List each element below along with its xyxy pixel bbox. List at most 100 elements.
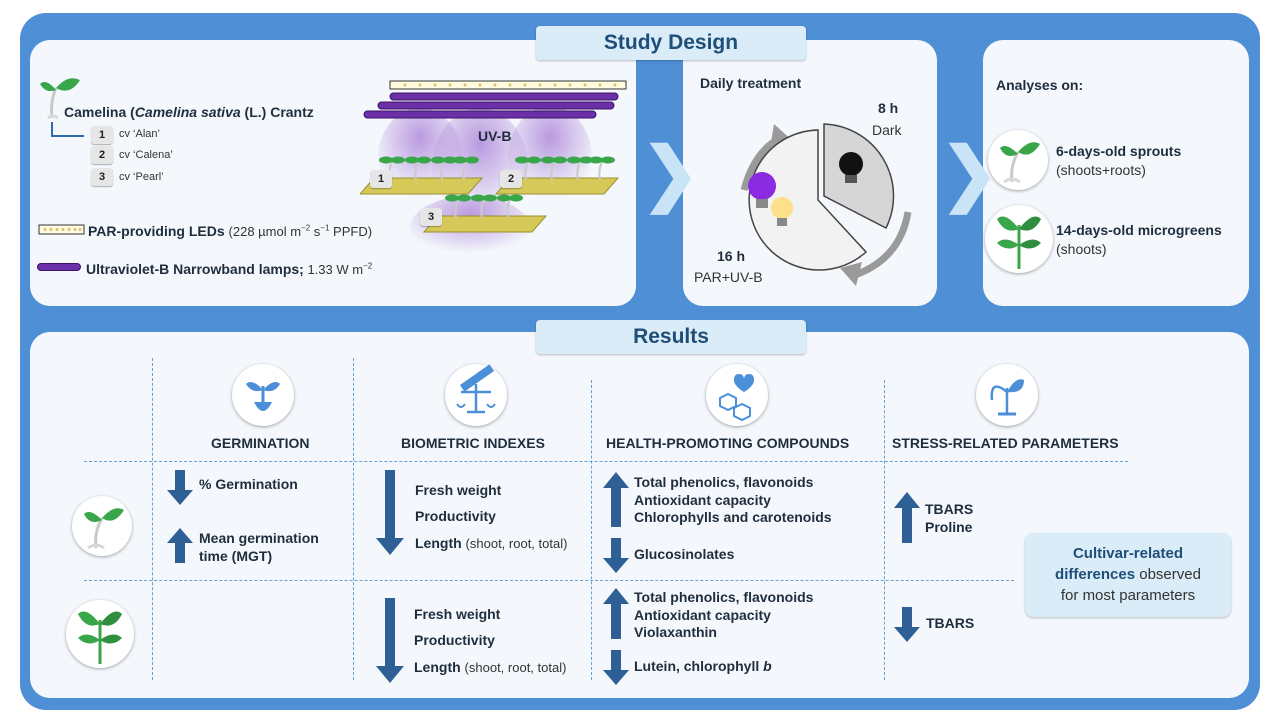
tray-label-1: 1 — [370, 170, 392, 188]
stress-plant-icon — [976, 364, 1038, 426]
species-name: Camelina (Camelina sativa (L.) Crantz — [64, 104, 314, 120]
species-common: Camelina — [64, 104, 127, 120]
cultivar-line2-rest: observed — [1135, 566, 1201, 583]
par-sup1: −2 — [301, 223, 311, 233]
header-biometric: BIOMETRIC INDEXES — [401, 435, 545, 451]
bio-sprouts-3: Length (shoot, root, total) — [415, 535, 567, 551]
header-stress: STRESS-RELATED PARAMETERS — [892, 435, 1119, 451]
cultivar-label-1: cv ‘Alan’ — [119, 128, 160, 140]
tree-line — [51, 122, 53, 136]
results-title: Results — [536, 320, 806, 354]
germ-down-text: % Germination — [199, 476, 298, 492]
light-label: PAR+UV-B — [694, 269, 763, 285]
arrow-down-icon — [894, 607, 920, 642]
analysis-sprouts-name: 6-days-old sprouts — [1056, 143, 1182, 159]
germ-up-text-2: time (MGT) — [199, 548, 273, 564]
cultivar-line1: Cultivar-related — [1072, 545, 1184, 562]
cultivar-label-2: cv ‘Calena’ — [119, 149, 173, 161]
cultivar-label-3: cv ‘Pearl’ — [119, 171, 164, 183]
analysis-sprouts-detail: (shoots+roots) — [1056, 162, 1146, 178]
uvb-label: UV-B — [478, 128, 512, 144]
stress-sprouts-2: Proline — [925, 519, 973, 535]
uv-lamp-icon — [37, 263, 81, 271]
daily-treatment-title: Daily treatment — [700, 75, 802, 91]
cultivar-badge-2: 2 — [91, 146, 113, 164]
bio-sprouts-2: Productivity — [415, 508, 496, 524]
tray-label-3: 3 — [420, 208, 442, 226]
germination-icon — [232, 364, 294, 426]
header-germination: GERMINATION — [211, 435, 310, 451]
stress-micro-1: TBARS — [926, 615, 975, 631]
health-sprouts-1: Total phenolics, flavonoids — [634, 474, 814, 490]
molecule-heart-icon — [706, 364, 768, 426]
column-divider — [152, 358, 153, 680]
bio-sprouts-length: Length — [415, 535, 462, 551]
arrow-down-icon — [167, 470, 193, 505]
analysis-microgreens-detail: (shoots) — [1056, 241, 1107, 257]
tray-label-2: 2 — [500, 170, 522, 188]
par-mid: s — [310, 224, 321, 239]
health-micro-down-pre: Lutein, chlorophyll — [634, 658, 764, 674]
health-micro-1: Total phenolics, flavonoids — [634, 589, 814, 605]
scale-ruler-icon — [445, 364, 507, 426]
study-design-title: Study Design — [536, 26, 806, 60]
par-post: PPFD) — [329, 224, 373, 239]
uv-legend: Ultraviolet-B Narrowband lamps; 1.33 W m… — [86, 261, 372, 277]
health-micro-down: Lutein, chlorophyll b — [634, 658, 772, 674]
bio-micro-1: Fresh weight — [414, 606, 501, 622]
health-micro-2: Antioxidant capacity — [634, 607, 771, 623]
health-sprouts-3: Chlorophylls and carotenoids — [634, 509, 832, 525]
health-micro-down-italic: b — [763, 658, 772, 674]
germ-up-text-1: Mean germination — [199, 530, 319, 546]
species-author: (L.) Crantz — [244, 104, 314, 120]
cultivar-line2-bold: differences — [1055, 566, 1136, 583]
cultivar-badge-1: 1 — [91, 126, 113, 144]
arrow-down-icon — [603, 650, 629, 685]
tree-line — [51, 135, 84, 137]
cultivar-badge-3: 3 — [91, 168, 113, 186]
arrow-up-icon — [894, 492, 920, 543]
bio-micro-2: Productivity — [414, 632, 495, 648]
dark-label: Dark — [872, 122, 902, 138]
arrow-up-icon — [167, 528, 193, 563]
bio-micro-3: Length (shoot, root, total) — [414, 659, 566, 675]
lamp-setup-illustration — [360, 80, 627, 254]
header-health: HEALTH-PROMOTING COMPOUNDS — [606, 435, 850, 451]
column-divider — [884, 380, 885, 680]
uv-detail: 1.33 W m — [303, 262, 364, 277]
lightbulb-dark-icon — [839, 152, 863, 183]
light-hours: 16 h — [717, 248, 746, 264]
chevron-right-icon: ❯ — [641, 134, 700, 212]
par-sup2: −1 — [320, 223, 330, 233]
uv-name: Ultraviolet-B Narrowband lamps; — [86, 261, 304, 277]
seedling-icon — [40, 78, 80, 120]
par-detail: (228 µmol m−2 s−1 PPFD) — [229, 224, 373, 239]
sprout-icon — [988, 130, 1048, 190]
par-detail-pre: (228 µmol m — [228, 224, 302, 239]
uv-sup: −2 — [363, 261, 373, 271]
arrow-down-icon — [376, 598, 404, 683]
par-led-icon — [38, 224, 85, 235]
dark-hours: 8 h — [878, 100, 899, 116]
arrow-down-icon — [376, 470, 404, 555]
analysis-microgreens-name: 14-days-old microgreens — [1056, 222, 1222, 238]
bio-sprouts-length-detail: (shoot, root, total) — [465, 536, 568, 551]
light-cycle-pie — [740, 123, 912, 286]
row-divider — [84, 461, 1128, 462]
cultivar-differences-box: Cultivar-related differences observed fo… — [1025, 533, 1231, 617]
column-divider — [591, 380, 592, 680]
health-micro-3: Violaxanthin — [634, 624, 717, 640]
microgreen-icon — [985, 205, 1053, 273]
bio-micro-length-detail: (shoot, root, total) — [464, 660, 567, 675]
microgreen-row-icon — [66, 600, 134, 668]
cultivar-line3: for most parameters — [1060, 587, 1196, 604]
par-legend: PAR-providing LEDs (228 µmol m−2 s−1 PPF… — [88, 223, 372, 239]
row-divider — [84, 580, 1014, 581]
column-divider — [353, 358, 354, 680]
stress-sprouts-1: TBARS — [925, 501, 974, 517]
analyses-title: Analyses on: — [996, 77, 1084, 93]
par-name: PAR-providing LEDs — [88, 223, 225, 239]
arrow-down-icon — [603, 538, 629, 573]
species-latin: Camelina sativa — [134, 104, 241, 120]
arrow-up-icon — [603, 588, 629, 639]
